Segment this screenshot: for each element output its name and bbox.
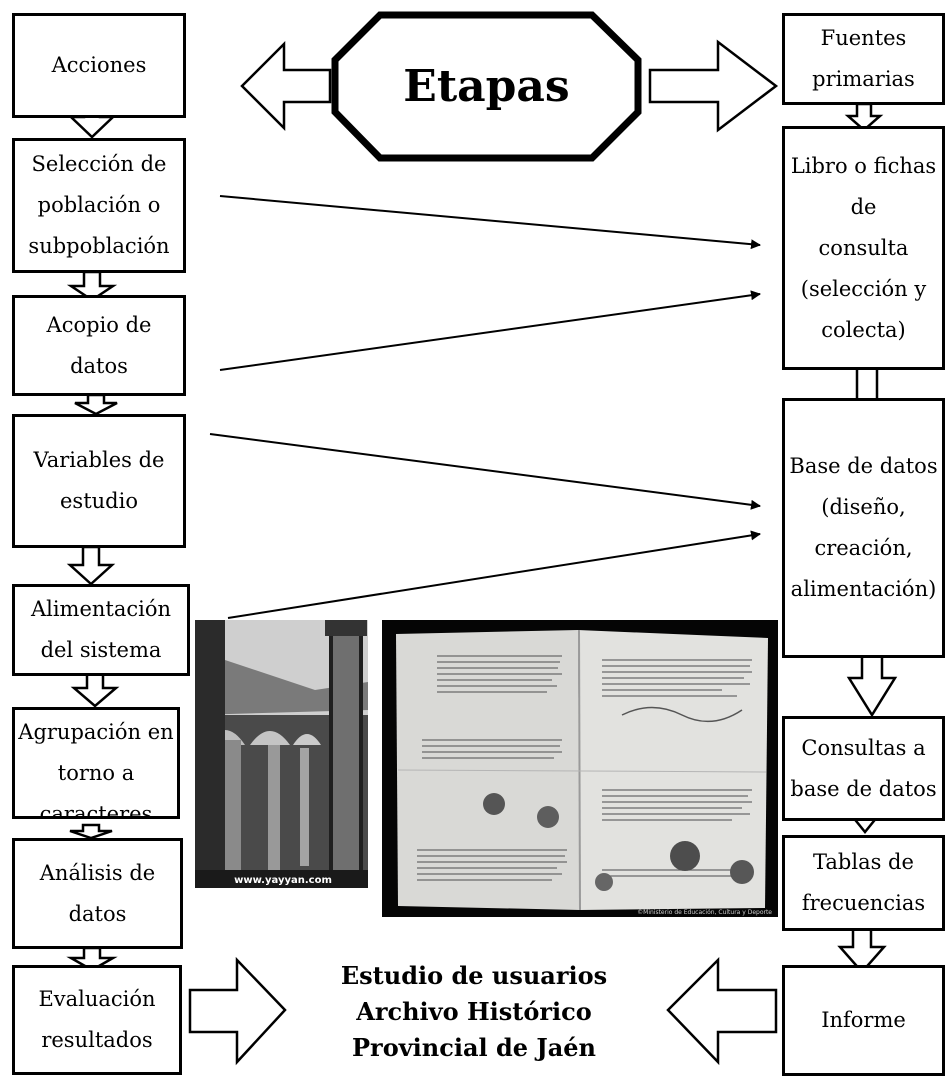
arrow-evaluacion-to-study bbox=[188, 956, 287, 1066]
arrow-title-to-acciones bbox=[240, 40, 332, 132]
left-down-arrow-2 bbox=[66, 270, 118, 302]
step-evaluacion-label: Evaluación resultados bbox=[38, 987, 156, 1052]
step-agrupacion-box: Agrupación en torno a caracteres bbox=[12, 707, 180, 819]
step-analisis-label: Análisis de datos bbox=[39, 860, 156, 926]
step-seleccion-label: Selección de población o subpoblación bbox=[28, 152, 170, 258]
step-informe-box: Informe bbox=[782, 965, 945, 1076]
step-analisis-box: Análisis de datos bbox=[12, 838, 183, 949]
step-tablas-label: Tablas de frecuencias bbox=[801, 850, 926, 915]
link-seleccion-to-libro bbox=[219, 195, 761, 250]
step-variables-box: Variables de estudio bbox=[12, 414, 186, 548]
acciones-header-box: Acciones bbox=[12, 13, 186, 118]
step-alimentacion-box: Alimentación del sistema bbox=[12, 584, 190, 676]
link-alimentacion-to-base bbox=[227, 530, 761, 619]
step-base-datos-label: Base de datos (diseño, creación, aliment… bbox=[789, 454, 938, 601]
step-libro-box: Libro o fichas de consulta (selección y … bbox=[782, 126, 945, 370]
arrow-informe-to-study bbox=[666, 956, 778, 1066]
left-down-arrow-7 bbox=[66, 946, 118, 972]
manuscript-watermark: ©Ministerio de Educación, Cultura y Depo… bbox=[637, 909, 772, 916]
right-down-arrow-1 bbox=[844, 102, 884, 132]
step-informe-label: Informe bbox=[821, 1008, 906, 1032]
cloister-watermark: www.yayyan.com bbox=[234, 875, 332, 886]
fuentes-header-label: Fuentes primarias bbox=[812, 26, 915, 91]
step-consultas-box: Consultas a base de datos bbox=[782, 716, 945, 821]
acciones-header-label: Acciones bbox=[51, 53, 147, 77]
link-acopio-to-libro bbox=[219, 290, 761, 371]
left-down-arrow-4 bbox=[66, 545, 116, 586]
step-variables-label: Variables de estudio bbox=[33, 448, 165, 513]
step-tablas-box: Tablas de frecuencias bbox=[782, 835, 945, 931]
manuscript-photo: ©Ministerio de Educación, Cultura y Depo… bbox=[382, 620, 778, 917]
cloister-photo: www.yayyan.com bbox=[195, 620, 368, 888]
step-evaluacion-box: Evaluación resultados bbox=[12, 965, 182, 1075]
page-title: Etapas bbox=[403, 61, 570, 112]
left-down-arrow-5 bbox=[70, 672, 120, 708]
link-variables-to-base bbox=[209, 433, 761, 510]
step-acopio-box: Acopio de datos bbox=[12, 295, 186, 396]
step-acopio-label: Acopio de datos bbox=[46, 312, 152, 378]
study-title: Estudio de usuarios Archivo Histórico Pr… bbox=[340, 961, 608, 1062]
step-consultas-label: Consultas a base de datos bbox=[790, 735, 937, 801]
fuentes-header-box: Fuentes primarias bbox=[782, 13, 945, 105]
manuscript-illustration: ©Ministerio de Educación, Cultura y Depo… bbox=[382, 620, 778, 917]
arrow-title-to-fuentes bbox=[648, 39, 779, 133]
left-down-arrow-6 bbox=[69, 823, 113, 840]
step-libro-label: Libro o fichas de consulta (selección y … bbox=[790, 153, 937, 342]
step-seleccion-box: Selección de población o subpoblación bbox=[12, 138, 186, 273]
title-octagon bbox=[331, 11, 642, 162]
step-base-datos-box: Base de datos (diseño, creación, aliment… bbox=[782, 398, 945, 658]
step-alimentacion-label: Alimentación del sistema bbox=[30, 597, 172, 662]
cloister-illustration: www.yayyan.com bbox=[195, 620, 368, 888]
left-down-arrow-3 bbox=[74, 393, 118, 416]
step-agrupacion-label: Agrupación en torno a caracteres bbox=[18, 720, 174, 819]
